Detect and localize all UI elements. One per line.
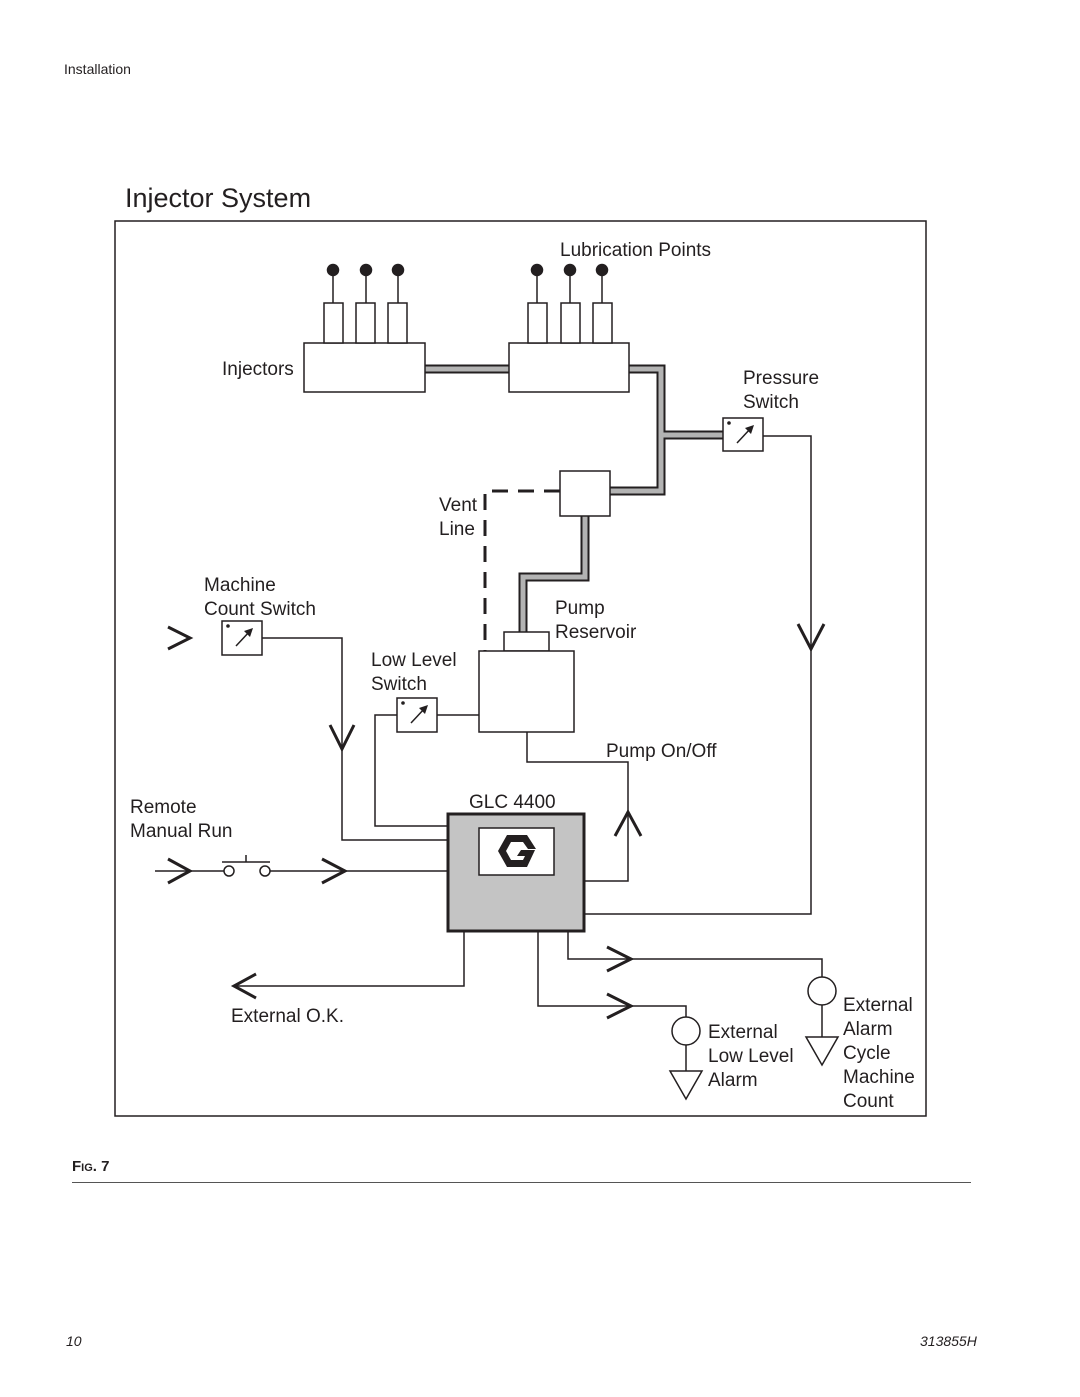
arrow-pressure-down (796, 623, 826, 653)
label-lubrication-points: Lubrication Points (560, 240, 711, 261)
lamp-icon (671, 1016, 701, 1046)
caption-rule (72, 1182, 971, 1183)
figure-caption: FIG. 7 (72, 1158, 109, 1175)
horn-icon (804, 1036, 840, 1067)
label-glc-4400: GLC 4400 (469, 792, 556, 813)
electrical-wiring (155, 435, 823, 1071)
graco-logo-icon (498, 835, 536, 867)
label-vent-line: Vent Line (439, 495, 482, 540)
hydraulic-lines (425, 364, 723, 632)
header-section: Installation (64, 61, 131, 77)
vent-valve (559, 470, 611, 517)
arrow-remote-in (167, 857, 194, 885)
label-machine-count-switch: Machine Count Switch (204, 575, 316, 620)
arrow-machine-count-in (167, 625, 194, 651)
arrow-external-ok (230, 972, 257, 1000)
cycle-alarm-indicator (804, 976, 840, 1067)
figure-prefix: F (72, 1158, 82, 1175)
signal-arrows (167, 623, 826, 1020)
arrow-cycle-alarm (606, 945, 635, 973)
glc-controller (446, 812, 586, 933)
lamp-icon (807, 976, 837, 1006)
machine-count-switch-icon (221, 620, 263, 656)
arrow-low-level-alarm (606, 992, 635, 1020)
low-level-switch-icon (396, 697, 438, 733)
arrow-pump-up (613, 808, 643, 837)
injector-bank-right (508, 263, 630, 393)
label-external-alarm-cycle-machine-count: External Alarm Cycle Machine Count (843, 995, 920, 1112)
label-remote-manual-run: Remote Manual Run (130, 797, 232, 842)
pump-reservoir (478, 631, 575, 733)
horn-icon (668, 1070, 704, 1101)
document-number: 313855H (920, 1333, 977, 1349)
low-level-alarm-indicator (668, 1016, 704, 1101)
label-pressure-switch: Pressure Switch (743, 368, 824, 413)
label-external-ok: External O.K. (231, 1006, 344, 1027)
figure-prefix-small: IG (81, 1162, 93, 1174)
manual-run-contacts (223, 865, 271, 877)
label-external-low-level-alarm: External Low Level Alarm (708, 1022, 799, 1091)
pressure-switch-icon (722, 417, 764, 452)
arrow-remote-to-glc (321, 857, 349, 885)
arrow-machine-count-down (328, 724, 356, 753)
label-low-level-switch: Low Level Switch (371, 650, 462, 695)
diagram-frame (114, 220, 927, 1117)
label-pump-on-off: Pump On/Off (606, 741, 717, 762)
injector-bank-left (303, 263, 426, 393)
label-injectors: Injectors (222, 359, 294, 380)
figure-number: . 7 (92, 1158, 110, 1175)
label-pump-reservoir: Pump Reservoir (555, 598, 637, 643)
page-title: Injector System (125, 183, 312, 213)
page-number: 10 (66, 1333, 82, 1349)
